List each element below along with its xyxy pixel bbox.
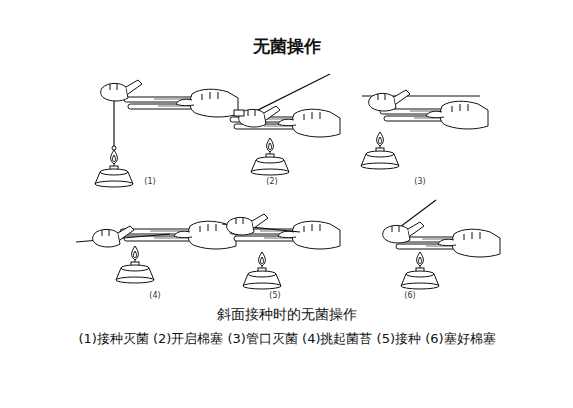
- panel-1: [95, 80, 238, 187]
- panel-6: [383, 200, 500, 289]
- step-list: (1)接种灭菌 (2)开启棉塞 (3)管口灭菌 (4)挑起菌苔 (5)接种 (6…: [78, 331, 495, 347]
- panel-5: [222, 214, 340, 289]
- panel-2: [230, 74, 340, 175]
- panel-number: (2): [266, 177, 277, 187]
- panel-3: [361, 90, 488, 169]
- panel-number: (5): [269, 291, 280, 301]
- panel-number: (4): [149, 291, 160, 301]
- panel-number: (6): [404, 291, 415, 301]
- panel-number: (3): [414, 177, 425, 187]
- title: 无菌操作: [253, 36, 321, 56]
- panel-number: (1): [144, 177, 155, 187]
- caption: 斜面接种时的无菌操作: [217, 306, 357, 323]
- panel-4: [76, 221, 236, 283]
